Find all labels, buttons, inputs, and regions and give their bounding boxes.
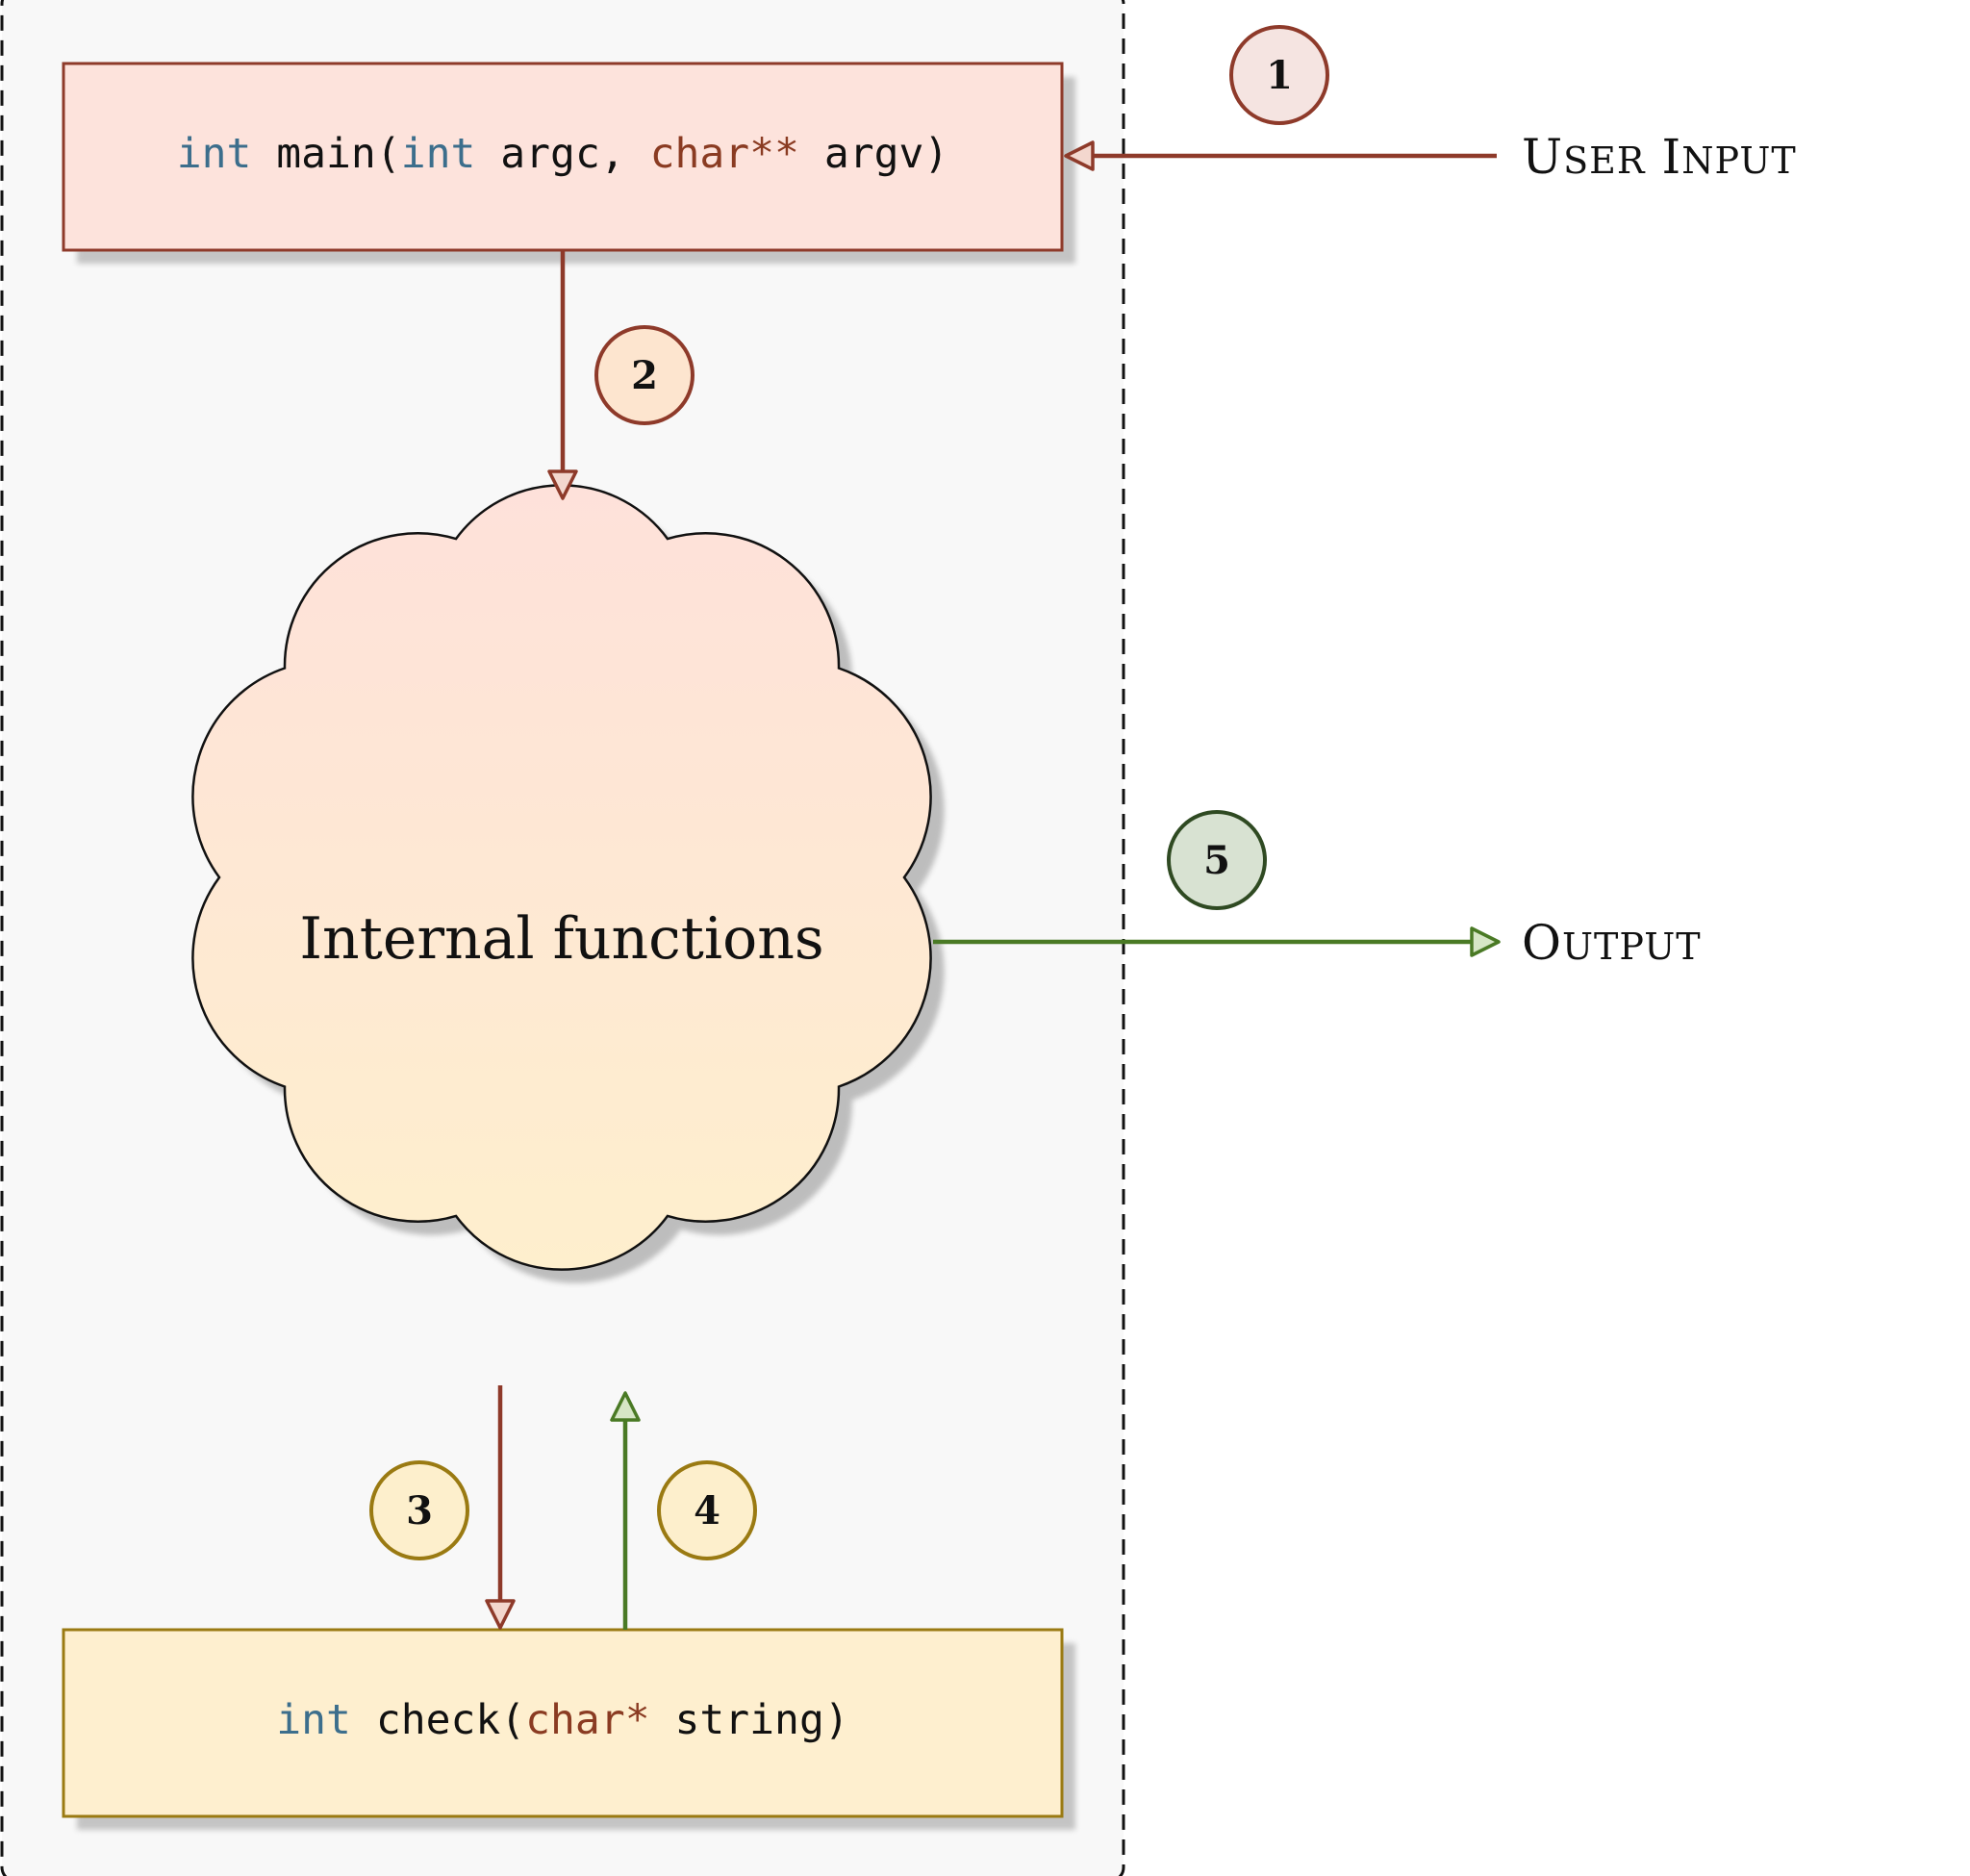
step-1-badge: 1 bbox=[1229, 25, 1329, 125]
svg-text:2: 2 bbox=[631, 353, 658, 398]
check-signature: int check(char* string) bbox=[276, 1696, 848, 1744]
main-signature: int main(int argc, char** argv) bbox=[177, 130, 949, 178]
arrow-check-to-cloud bbox=[610, 1391, 641, 1630]
main-signature-token-int: int bbox=[401, 130, 476, 178]
check-signature-token-char: char* bbox=[525, 1696, 649, 1744]
main-signature-token-plain: argc, bbox=[475, 130, 649, 178]
main-signature-token-int: int bbox=[177, 130, 252, 178]
user-input-label: USER INPUT bbox=[1522, 129, 1797, 185]
check-signature-token-plain: string) bbox=[650, 1696, 849, 1744]
check-signature-token-int: int bbox=[276, 1696, 351, 1744]
main-signature-token-plain: argv) bbox=[799, 130, 948, 178]
arrow-cloud-to-check bbox=[485, 1385, 516, 1630]
svg-text:3: 3 bbox=[406, 1488, 433, 1534]
cloud-label: Internal functions bbox=[299, 905, 823, 973]
arrow-cloud-to-output bbox=[933, 926, 1501, 957]
output-label: OUTPUT bbox=[1522, 915, 1702, 971]
svg-text:5: 5 bbox=[1203, 838, 1230, 883]
main-signature-token-char: char** bbox=[650, 130, 799, 178]
svg-text:1: 1 bbox=[1266, 53, 1293, 98]
check-function-box bbox=[62, 1628, 1064, 1818]
step-4-badge: 4 bbox=[657, 1460, 757, 1560]
internal-functions-cloud bbox=[191, 484, 932, 1271]
check-signature-token-plain: check( bbox=[351, 1696, 525, 1744]
step-2-badge: 2 bbox=[594, 325, 695, 425]
main-function-box bbox=[62, 62, 1064, 252]
arrow-user-input-to-main bbox=[1064, 140, 1497, 171]
svg-text:4: 4 bbox=[694, 1488, 720, 1534]
main-signature-token-plain: main( bbox=[251, 130, 400, 178]
arrow-main-to-cloud bbox=[547, 251, 578, 500]
step-5-badge: 5 bbox=[1167, 810, 1267, 910]
step-3-badge: 3 bbox=[369, 1460, 469, 1560]
